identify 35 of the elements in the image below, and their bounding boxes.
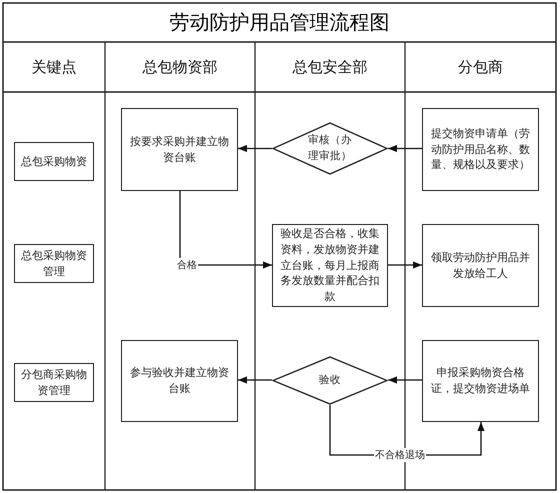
node-text: 按要求采购并建立物资台账 (129, 134, 230, 166)
lane-header: 总包物资部 (142, 56, 218, 78)
process-box (422, 224, 539, 307)
edge-label: 不合格退场 (374, 448, 426, 462)
process-box (14, 142, 94, 181)
process-box (422, 108, 539, 191)
node-text: 验收 (318, 372, 342, 388)
node-text: 总包采购物资管理 (20, 248, 88, 280)
decision-diamond (272, 356, 388, 405)
node-text: 审核（办理审批） (307, 133, 353, 164)
node-text: 总包采购物资 (20, 154, 88, 170)
arrow (179, 191, 272, 269)
arrow (238, 376, 272, 384)
arrow (388, 144, 422, 152)
edge-label: 合格 (176, 258, 198, 272)
lane-header: 总包安全部 (292, 56, 368, 78)
process-box (14, 244, 94, 283)
arrow (238, 144, 272, 152)
node-text: 分包商采购物资管理 (20, 366, 88, 398)
process-box (121, 340, 238, 422)
lane-header: 关键点 (30, 56, 78, 78)
arrow (388, 261, 422, 269)
process-box (422, 340, 539, 422)
node-text: 验收是否合格，收集资料，发放物资并建立台账，每月上报商务发放数量并配合扣款 (280, 226, 380, 306)
node-text: 申报采购物资合格证，提交物资进场单 (430, 365, 531, 397)
process-box (272, 224, 388, 307)
decision-diamond (272, 122, 388, 175)
diagram-title: 劳动防护用品管理流程图 (168, 9, 390, 36)
lane-header: 分包商 (457, 56, 504, 78)
node-text: 领取劳动防护用品并发放给工人 (430, 250, 531, 282)
process-box (121, 108, 238, 191)
node-text: 提交物资申请单（劳动防护用品名称、数量、规格以及要求） (430, 126, 531, 174)
process-box (14, 363, 94, 402)
arrow (388, 376, 422, 384)
node-text: 参与验收并建立物资台账 (129, 365, 230, 397)
